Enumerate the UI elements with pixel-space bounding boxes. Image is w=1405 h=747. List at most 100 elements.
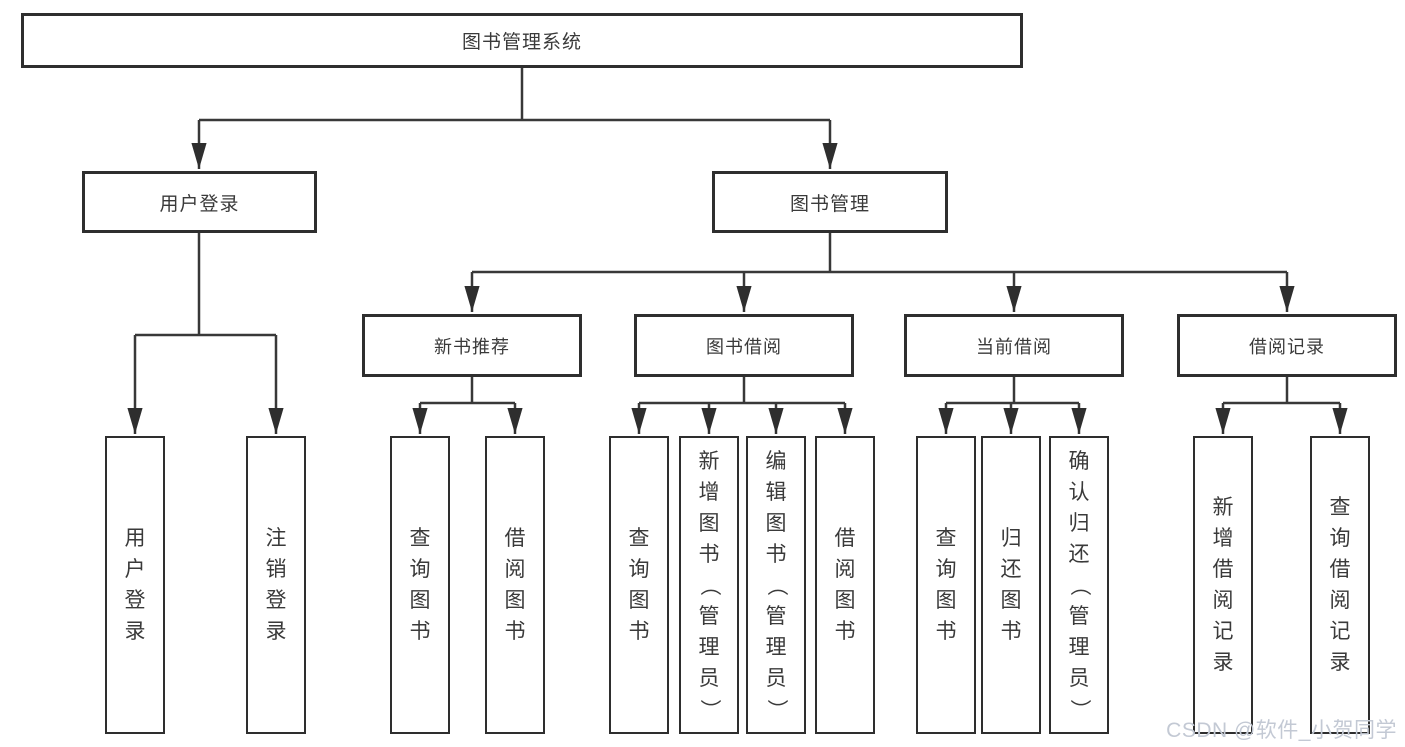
vertical-char: （	[1067, 574, 1091, 596]
node-borrow-records: 借阅记录	[1177, 314, 1397, 377]
vertical-char: 员	[698, 666, 720, 690]
vertical-char: 录	[1212, 651, 1234, 674]
vertical-char: 阅	[504, 558, 526, 581]
leaf-borrow-add-book-admin: 新增图书 （ 管理员 ）	[679, 436, 739, 734]
leaf-current-confirm-return-admin: 确认归还 （ 管理员 ）	[1049, 436, 1109, 734]
vertical-char: 记	[1212, 620, 1234, 643]
leaf-current-query-book: 查询图书	[916, 436, 976, 734]
vertical-char: 登	[265, 589, 287, 612]
vertical-char: 图	[1000, 589, 1022, 612]
vertical-char: 书	[834, 620, 856, 643]
vertical-char: 管	[1068, 604, 1090, 628]
vertical-char: 录	[124, 620, 146, 643]
vertical-char: 注	[265, 527, 287, 550]
vertical-char: 图	[935, 589, 957, 612]
vertical-char: 书	[935, 620, 957, 643]
vertical-char: 还	[1000, 558, 1022, 581]
leaf-recommend-borrow-book: 借阅图书	[485, 436, 545, 734]
node-book-management: 图书管理	[712, 171, 948, 233]
vertical-char: 查	[935, 527, 957, 550]
vertical-char: 阅	[1329, 589, 1351, 612]
vertical-char: 书	[504, 620, 526, 643]
leaf-records-add-record: 新增借阅记录	[1193, 436, 1253, 734]
vertical-char: 理	[765, 635, 787, 659]
vertical-char: 新	[1212, 496, 1234, 519]
vertical-char: 图	[504, 589, 526, 612]
vertical-char: 归	[1068, 511, 1090, 535]
vertical-char: 录	[1329, 651, 1351, 674]
vertical-char: 书	[698, 542, 720, 566]
vertical-char: 询	[409, 558, 431, 581]
vertical-char: 增	[698, 480, 720, 504]
vertical-char: ）	[1067, 698, 1091, 720]
vertical-char: 图	[765, 511, 787, 535]
vertical-char: 员	[1068, 666, 1090, 690]
vertical-char: 查	[1329, 496, 1351, 519]
leaf-borrow-edit-book-admin: 编辑图书 （ 管理员 ）	[746, 436, 806, 734]
vertical-char: 增	[1212, 527, 1234, 550]
vertical-char: 录	[265, 620, 287, 643]
leaf-user-login: 用户登录	[105, 436, 165, 734]
leaf-logout: 注销登录	[246, 436, 306, 734]
vertical-char: 查	[409, 527, 431, 550]
node-current-borrow: 当前借阅	[904, 314, 1124, 377]
vertical-char: 阅	[1212, 589, 1234, 612]
vertical-char: 书	[628, 620, 650, 643]
vertical-char: 户	[124, 558, 146, 581]
vertical-char: 询	[1329, 527, 1351, 550]
node-new-book-recommend: 新书推荐	[362, 314, 582, 377]
vertical-char: 借	[504, 527, 526, 550]
vertical-char: 管	[698, 604, 720, 628]
vertical-char: 登	[124, 589, 146, 612]
vertical-char: 确	[1068, 449, 1090, 473]
vertical-char: 理	[1068, 635, 1090, 659]
vertical-char: 员	[765, 666, 787, 690]
leaf-borrow-query-book: 查询图书	[609, 436, 669, 734]
node-label: 图书管理	[789, 193, 870, 215]
vertical-char: （	[764, 574, 788, 596]
vertical-char: 借	[834, 527, 856, 550]
vertical-char: 查	[628, 527, 650, 550]
vertical-char: （	[697, 574, 721, 596]
vertical-char: 归	[1000, 527, 1022, 550]
node-label: 图书管理系统	[461, 32, 582, 53]
vertical-char: 销	[265, 558, 287, 581]
node-book-borrow: 图书借阅	[634, 314, 854, 377]
vertical-char: 书	[765, 542, 787, 566]
vertical-char: 理	[698, 635, 720, 659]
node-label: 图书借阅	[706, 336, 782, 357]
vertical-char: 图	[698, 511, 720, 535]
vertical-char: ）	[697, 698, 721, 720]
node-label: 用户登录	[159, 193, 240, 215]
leaf-recommend-query-book: 查询图书	[390, 436, 450, 734]
leaf-borrow-borrow-book: 借阅图书	[815, 436, 875, 734]
node-user-login: 用户登录	[82, 171, 317, 233]
vertical-char: 借	[1329, 558, 1351, 581]
node-root-system: 图书管理系统	[21, 13, 1023, 68]
vertical-char: 书	[1000, 620, 1022, 643]
vertical-char: 询	[628, 558, 650, 581]
vertical-char: ）	[764, 698, 788, 720]
vertical-char: 还	[1068, 542, 1090, 566]
vertical-char: 管	[765, 604, 787, 628]
vertical-char: 辑	[765, 480, 787, 504]
vertical-char: 询	[935, 558, 957, 581]
vertical-char: 编	[765, 449, 787, 473]
leaf-records-query-record: 查询借阅记录	[1310, 436, 1370, 734]
vertical-char: 阅	[834, 558, 856, 581]
vertical-char: 书	[409, 620, 431, 643]
node-label: 新书推荐	[434, 336, 510, 357]
node-label: 借阅记录	[1249, 336, 1325, 357]
leaf-current-return-book: 归还图书	[981, 436, 1041, 734]
vertical-char: 借	[1212, 558, 1234, 581]
vertical-char: 新	[698, 449, 720, 473]
vertical-char: 用	[124, 527, 146, 550]
vertical-char: 记	[1329, 620, 1351, 643]
csdn-watermark: CSDN @软件_小贺同学	[1166, 719, 1397, 742]
vertical-char: 认	[1068, 480, 1090, 504]
vertical-char: 图	[834, 589, 856, 612]
vertical-char: 图	[409, 589, 431, 612]
node-label: 当前借阅	[976, 336, 1052, 357]
